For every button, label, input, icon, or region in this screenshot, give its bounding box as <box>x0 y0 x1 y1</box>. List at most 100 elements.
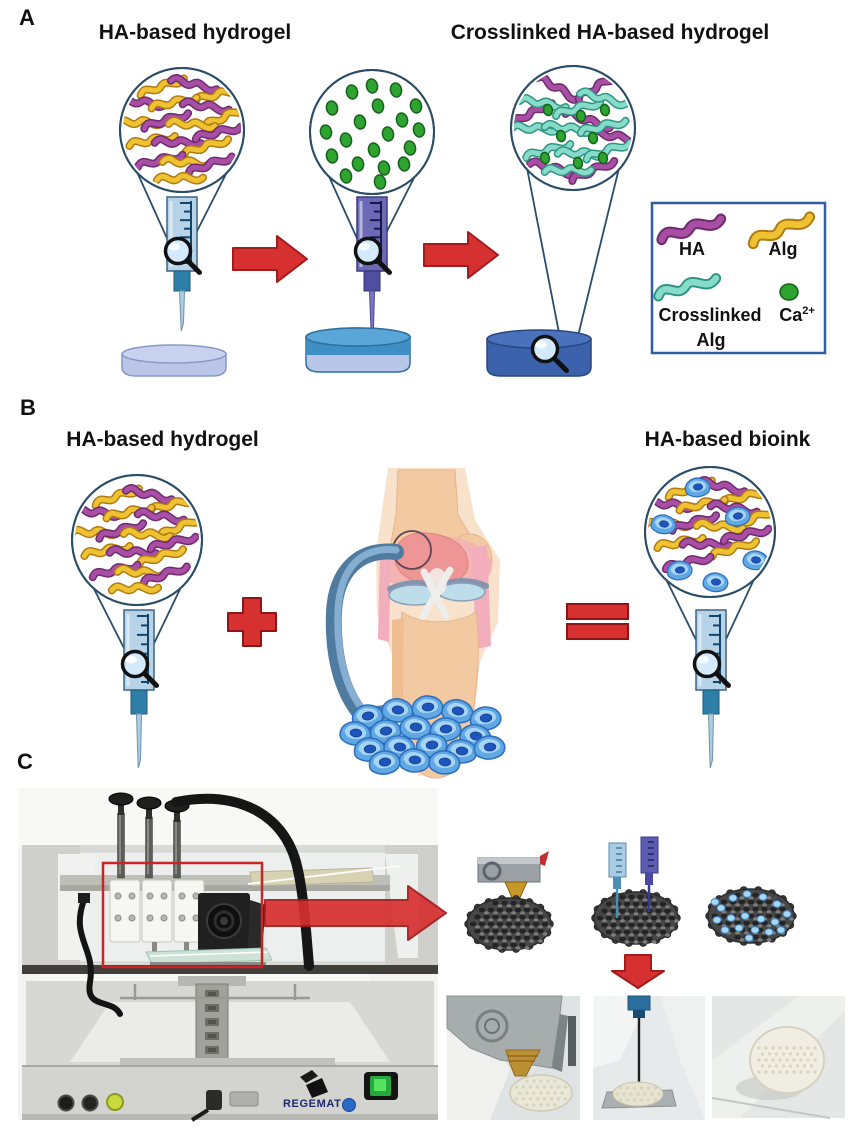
zoom-cone-a3 <box>526 167 620 339</box>
highlight-rectangle <box>101 861 264 969</box>
calcium-ion-dot <box>345 84 359 100</box>
seeded-cell <box>744 934 754 942</box>
pump-knob <box>136 796 162 810</box>
calcium-ion-dot <box>339 168 353 184</box>
petri-dish-light <box>121 344 227 377</box>
arrow-right-icon <box>264 885 447 941</box>
cell-illustration <box>469 706 502 731</box>
zoom-circle-calcium <box>309 69 435 195</box>
fiber-crosslinked-alg <box>576 87 630 110</box>
calcium-ion-dot <box>373 174 387 190</box>
syringe-needle <box>135 713 143 769</box>
zoom-contents <box>319 78 426 190</box>
panel-a-heading-left: HA-based hydrogel <box>98 21 292 44</box>
bioprinter-photo <box>18 788 438 1122</box>
fiber-alg <box>692 518 747 535</box>
cable-chain <box>171 793 314 971</box>
legend-swatches <box>653 211 816 302</box>
calcium-ion-dot <box>395 112 409 128</box>
seeded-cell <box>764 928 774 936</box>
printed-scaffold-photo <box>711 996 845 1119</box>
scaffold-disc-with-cells <box>705 886 797 946</box>
syringe-barrel <box>173 270 191 292</box>
zoom-cone-b2 <box>663 574 757 651</box>
fiber-ha <box>146 532 199 554</box>
calcium-ion-dot <box>599 103 611 117</box>
calcium-ion-dot <box>353 114 367 130</box>
syringe-barrel <box>130 689 148 715</box>
printing-photo-extrusion <box>446 995 580 1120</box>
cable-left <box>76 897 123 1017</box>
panel-a <box>119 65 827 377</box>
calcium-ion-dot <box>572 156 584 170</box>
seeded-cell <box>756 915 766 923</box>
calcium-ion-dot <box>397 156 411 172</box>
panel-c <box>18 788 845 1122</box>
cruciate-ligament <box>418 566 454 622</box>
scaffold-disc <box>591 889 681 947</box>
gantry-rail <box>60 875 390 885</box>
fiber-ha <box>166 74 221 95</box>
cell-illustration <box>473 735 506 760</box>
printer-lower-floor <box>70 1002 390 1062</box>
seeded-cell <box>726 914 736 922</box>
calcium-ion-dot <box>325 148 339 164</box>
fiber-alg <box>180 135 233 159</box>
fiber-ha <box>184 152 236 178</box>
photo-syringe <box>627 995 651 1011</box>
seeded-cell <box>758 893 768 901</box>
printing-photo-injection <box>593 995 705 1120</box>
seeded-cell <box>782 910 792 918</box>
arrow-down-icon <box>611 954 665 989</box>
fiber-ha <box>133 507 188 526</box>
panel-a-heading-right: Crosslinked HA-based hydrogel <box>450 21 770 44</box>
syringe-needle <box>178 290 186 332</box>
fiber-alg <box>156 512 199 541</box>
fiber-alg <box>152 172 208 185</box>
magnifier-icon <box>120 649 150 679</box>
calcium-ion-dot <box>412 122 426 138</box>
calcium-ion-dot <box>409 98 423 114</box>
seeded-cell <box>740 912 750 920</box>
fiber-crosslinked-alg <box>582 138 632 164</box>
fiber-alg <box>107 582 163 595</box>
syringe-blue-a <box>163 196 202 332</box>
extruder-illustration <box>477 851 549 901</box>
fiber-alg <box>136 74 188 100</box>
calcium-ion-dot <box>779 283 799 301</box>
cell-illustration <box>650 514 677 535</box>
scaffold-disc <box>464 895 554 953</box>
fiber-ha <box>656 213 727 246</box>
syringe-barrel <box>702 689 720 715</box>
calcium-ion-dot <box>377 160 391 176</box>
calcium-ion-dot <box>351 156 365 172</box>
regemat-logo-icon <box>306 1078 328 1098</box>
panel-b-heading-right: HA-based bioink <box>644 428 811 451</box>
calcium-ion-dot <box>403 140 417 156</box>
calcium-ion-dot <box>325 100 339 116</box>
zoom-circle-hydrogel <box>119 67 245 193</box>
zoom-contents <box>514 70 632 185</box>
fiber-ha <box>140 109 193 133</box>
panel-b-heading-left: HA-based hydrogel <box>66 428 259 451</box>
fiber-crosslinked-alg <box>540 164 596 177</box>
calcium-ion-dot <box>555 129 567 143</box>
syringe-blue-b <box>120 609 159 769</box>
print-bed-glass <box>145 947 273 965</box>
scaffold-texture <box>615 1086 661 1102</box>
calcium-ion-dot <box>539 151 551 165</box>
cell-illustration <box>684 477 711 498</box>
seeded-cell <box>734 924 744 932</box>
calcium-ion-dot <box>371 98 385 114</box>
panel-b-label: B <box>20 395 36 420</box>
calcium-ion-dot <box>381 126 395 142</box>
magnifier-icon <box>353 236 383 266</box>
seeded-cell <box>776 926 786 934</box>
panel-a-label: A <box>19 5 35 30</box>
pump-rod <box>145 816 153 879</box>
seeded-cell <box>728 894 738 902</box>
fiber-alg <box>164 116 219 133</box>
fiber-alg <box>708 537 761 561</box>
legend-box <box>650 201 827 355</box>
scaffold-texture <box>757 1046 817 1074</box>
